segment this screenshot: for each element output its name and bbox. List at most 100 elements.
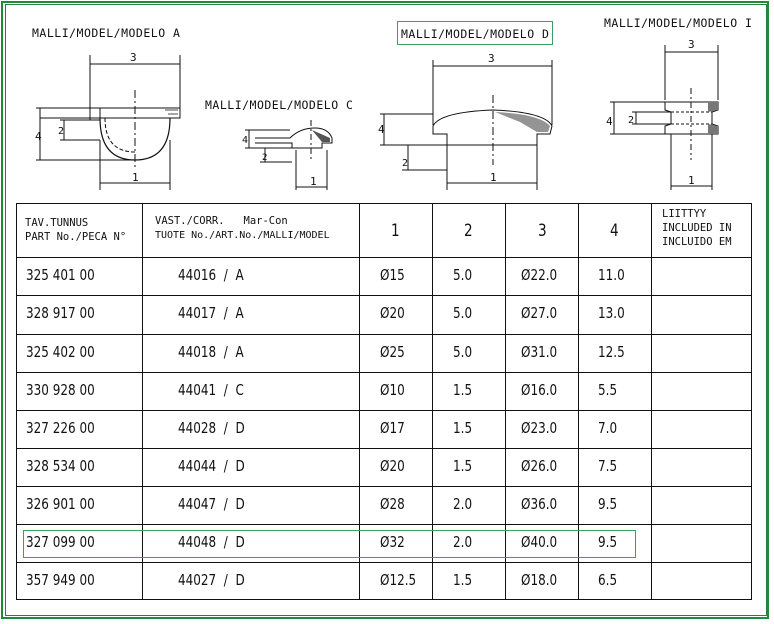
dim-1-label: 1 [132,171,139,184]
header-included-line2: INCLUDED IN [662,222,732,234]
dim-3-label: 3 [488,52,495,65]
model-a-label: MALLI/MODEL/MODELO A [32,26,181,40]
cell-d1: Ø15 [380,266,405,284]
model-c-drawing: 4 2 1 [242,120,333,190]
cell-d4: 6.5 [598,571,618,589]
table-row: 357 949 00 44027 / D Ø12.5 1.5 Ø18.0 6.5 [16,562,752,600]
header-col-4: 4 [610,221,619,241]
cell-corr: 44047 / D [178,495,245,513]
cell-d1: Ø12.5 [380,571,417,589]
model-d-highlight-box [397,21,553,45]
dim-1-label: 1 [688,174,695,187]
cell-d4: 7.5 [598,457,618,475]
cell-d4: 5.5 [598,381,618,399]
header-part-line1: TAV.TUNNUS [25,217,89,229]
model-d-label: MALLI/MODEL/MODELO D [401,27,550,41]
cell-d4: 7.0 [598,419,618,437]
cell-d3: Ø26.0 [521,457,558,475]
header-corr-line2: TUOTE No./ART.No./MALLI/MODEL [155,230,330,241]
header-part-line2: PART No./PECA N° [25,231,127,243]
header-col-3: 3 [538,221,547,241]
cell-corr: 44041 / C [178,381,244,399]
dim-3-label: 3 [688,38,695,51]
model-c-label: MALLI/MODEL/MODELO C [205,98,354,112]
table-row: 328 917 00 44017 / A Ø20 5.0 Ø27.0 13.0 [16,295,752,333]
cell-d3: Ø18.0 [521,571,558,589]
dim-2-label: 2 [262,153,267,163]
table-row: 327 226 00 44028 / D Ø17 1.5 Ø23.0 7.0 [16,410,752,448]
model-d-drawing: 3 4 2 1 [378,52,553,190]
cell-d2: 5.0 [453,266,473,284]
cell-part: 328 534 00 [26,457,95,475]
cell-d3: Ø31.0 [521,343,558,361]
cell-corr: 44016 / A [178,266,244,284]
cell-corr: 44017 / A [178,304,244,322]
cell-d2: 1.5 [453,381,473,399]
dim-4-label: 4 [378,123,385,136]
dim-2-label: 2 [58,126,64,137]
cell-corr: 44048 / D [178,533,245,551]
cell-corr: 44044 / D [178,457,245,475]
cell-d1: Ø10 [380,381,405,399]
table-row: 327 099 00 44048 / D Ø32 2.0 Ø40.0 9.5 [16,524,752,562]
cell-d2: 5.0 [453,304,473,322]
model-i-drawing: 3 4 2 1 [606,38,719,190]
cell-d4: 9.5 [598,495,618,513]
cell-d4: 13.0 [598,304,625,322]
cell-d1: Ø28 [380,495,405,513]
dim-3-label: 3 [130,51,137,64]
cell-d1: Ø17 [380,419,405,437]
cell-d3: Ø23.0 [521,419,558,437]
inner-border [5,4,767,616]
cell-corr: 44027 / D [178,571,245,589]
cell-part: 327 226 00 [26,419,95,437]
cell-d1: Ø25 [380,343,405,361]
cell-part: 327 099 00 [26,533,95,551]
cell-d2: 2.0 [453,495,473,513]
cell-d4: 9.5 [598,533,618,551]
cell-part: 328 917 00 [26,304,95,322]
cell-d3: Ø16.0 [521,381,558,399]
table-row: 330 928 00 44041 / C Ø10 1.5 Ø16.0 5.5 [16,372,752,410]
cell-part: 326 901 00 [26,495,95,513]
parts-table: TAV.TUNNUS PART No./PECA N° VAST./CORR. … [16,203,752,600]
header-included-line1: LIITTYY [662,208,707,220]
cell-d2: 1.5 [453,419,473,437]
header-col-2: 2 [464,221,473,241]
header-corr-line1: VAST./CORR. Mar-Con [155,215,288,227]
table-row: 326 901 00 44047 / D Ø28 2.0 Ø36.0 9.5 [16,486,752,524]
cell-d2: 1.5 [453,571,473,589]
cell-d3: Ø40.0 [521,533,558,551]
model-i-label: MALLI/MODEL/MODELO I [604,16,753,30]
cell-d2: 1.5 [453,457,473,475]
table-row: 328 534 00 44044 / D Ø20 1.5 Ø26.0 7.5 [16,448,752,486]
technical-drawings: 3 4 2 1 4 2 1 3 4 [35,38,719,190]
cell-d1: Ø32 [380,533,405,551]
cell-d1: Ø20 [380,457,405,475]
header-col-1: 1 [391,221,400,241]
dim-4-label: 4 [35,130,42,143]
cell-corr: 44018 / A [178,343,244,361]
cell-d2: 5.0 [453,343,473,361]
cell-d1: Ø20 [380,304,405,322]
cell-d2: 2.0 [453,533,473,551]
cell-part: 325 402 00 [26,343,95,361]
cell-d4: 12.5 [598,343,625,361]
dim-4-label: 4 [606,115,613,128]
cell-d3: Ø27.0 [521,304,558,322]
cell-part: 330 928 00 [26,381,95,399]
dim-4-label: 4 [242,135,248,146]
cell-part: 325 401 00 [26,266,95,284]
table-grid [16,203,752,600]
cell-d3: Ø36.0 [521,495,558,513]
cell-part: 357 949 00 [26,571,95,589]
dim-1-label: 1 [310,175,317,188]
dim-1-label: 1 [490,171,497,184]
dim-2-label: 2 [628,115,634,126]
cell-corr: 44028 / D [178,419,245,437]
row-highlight-box [23,530,636,558]
cell-d4: 11.0 [598,266,625,284]
model-a-drawing: 3 4 2 1 [35,51,181,190]
